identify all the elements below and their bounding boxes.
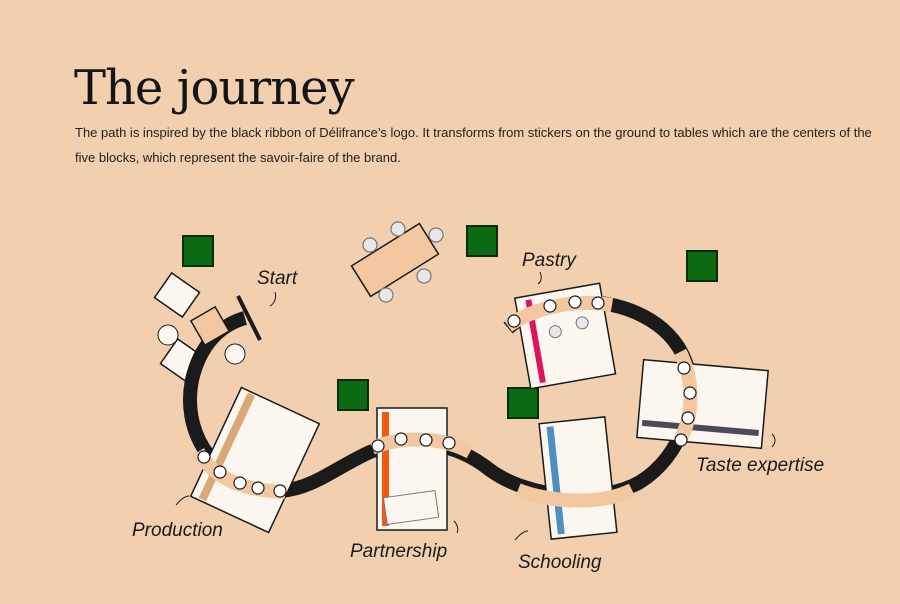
schooling-table	[538, 416, 618, 540]
label-partnership: Partnership	[350, 541, 447, 562]
label-arrows	[175, 271, 776, 541]
start-marker	[236, 295, 262, 341]
plant-icon	[686, 250, 718, 282]
page-title: The journey	[74, 60, 355, 116]
label-production: Production	[132, 520, 223, 541]
plant-icon	[337, 379, 369, 411]
label-start: Start	[257, 268, 298, 289]
partnership-table	[376, 407, 448, 531]
meeting-table	[350, 221, 444, 303]
page-description: The path is inspired by the black ribbon…	[75, 125, 872, 165]
plant-icon	[507, 387, 539, 419]
plant-icon	[182, 235, 214, 267]
label-taste-expertise: Taste expertise	[696, 455, 824, 476]
label-schooling: Schooling	[518, 552, 602, 573]
black-ribbon-path	[183, 294, 698, 503]
taste-table	[636, 358, 769, 450]
label-pastry: Pastry	[522, 250, 577, 271]
stools	[197, 295, 697, 498]
plant-icon	[466, 225, 498, 257]
plants	[182, 225, 718, 419]
